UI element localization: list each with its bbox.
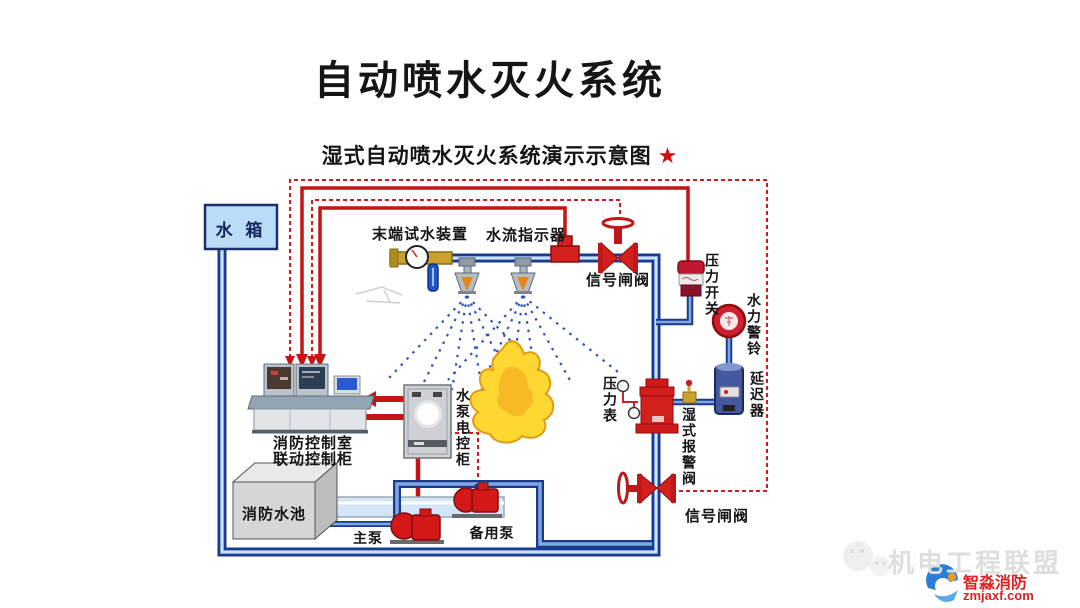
control-room-label-line2: 联动控制柜 xyxy=(272,451,353,468)
signal-gate-valve-bottom-label: 信号闸阀 xyxy=(684,508,750,525)
backup-pump-label: 备用泵 xyxy=(469,525,515,541)
page-title: 自动喷水灭火系统 xyxy=(314,59,666,103)
water-tank xyxy=(203,203,279,251)
pump-cabinet-label: 水泵电控柜 xyxy=(455,388,471,468)
fire-flame xyxy=(469,340,555,444)
signal-gate-valve-top-label: 信号闸阀 xyxy=(585,272,651,289)
signal-gate-valve-top-device xyxy=(598,217,638,275)
wet-alarm-valve-device xyxy=(616,378,697,434)
fire-water-pool-device xyxy=(231,461,339,541)
water-tank-label: 水 箱 xyxy=(215,221,267,240)
fire-control-console xyxy=(247,363,375,434)
control-room-label-line1: 消防控制室 xyxy=(272,435,353,452)
water-flow-indicator-label: 水流指示器 xyxy=(485,227,567,244)
brand-logo-icon xyxy=(926,564,958,602)
signal-arrowheads xyxy=(285,354,326,368)
pressure-gauge-label: 压力表 xyxy=(602,376,618,424)
pump-control-cabinet-device xyxy=(403,384,452,459)
diagram-subtitle: 湿式自动喷水灭火系统演示示意图★ xyxy=(0,140,1000,170)
pressure-switch-device xyxy=(677,260,705,297)
end-test-device-label: 末端试水装置 xyxy=(371,226,469,243)
water-flow-indicator-device xyxy=(550,235,580,263)
wechat-icon xyxy=(843,541,890,576)
retarder-device xyxy=(714,363,744,415)
alarm-bell-device xyxy=(711,303,747,339)
fire-water-pool-label: 消防水池 xyxy=(241,506,307,523)
website-watermark: zmjaxf.com xyxy=(963,588,1034,603)
wet-alarm-valve-label: 湿式报警阀 xyxy=(681,407,697,487)
subtitle-text: 湿式自动喷水灭火系统演示示意图 xyxy=(321,145,652,168)
sprinkler-head xyxy=(454,257,480,294)
spray-pattern xyxy=(388,295,619,393)
main-pump-device xyxy=(390,508,444,544)
main-pump-label: 主泵 xyxy=(353,530,383,546)
sprinkler-head xyxy=(510,257,536,294)
brand-watermark: 智淼消防 xyxy=(963,575,1028,592)
pressure-switch-label: 压力开关 xyxy=(704,253,720,317)
background-sketch xyxy=(355,286,403,304)
signal-line-dashed-inner xyxy=(311,199,621,358)
alarm-bell-label: 水力警铃 xyxy=(746,293,762,357)
signal-line-dashed-outer xyxy=(289,179,768,492)
star-icon: ★ xyxy=(657,143,679,168)
signal-gate-valve-bottom-device xyxy=(617,471,676,505)
alliance-watermark: 机电工程联盟 xyxy=(888,548,1063,578)
backup-pump-device xyxy=(452,482,502,518)
signal-line-flow-indicator xyxy=(318,206,567,356)
signal-line-pressure-switch xyxy=(300,186,690,356)
retarder-label: 延迟器 xyxy=(749,371,765,419)
end-test-device xyxy=(389,245,453,292)
